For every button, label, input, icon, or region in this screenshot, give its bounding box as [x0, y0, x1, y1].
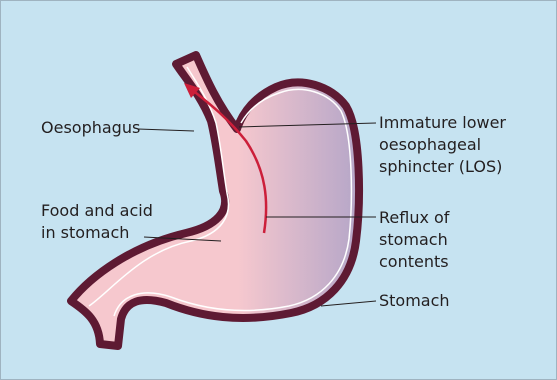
label-oesophagus: Oesophagus	[41, 117, 140, 139]
label-immature-los: Immature lower oesophageal sphincter (LO…	[379, 112, 506, 178]
leader-line-oesophagus	[138, 129, 194, 131]
label-stomach: Stomach	[379, 290, 450, 312]
leader-line-stomach	[321, 301, 376, 306]
label-food-and-acid: Food and acid in stomach	[41, 200, 153, 244]
label-reflux: Reflux of stomach contents	[379, 207, 449, 273]
